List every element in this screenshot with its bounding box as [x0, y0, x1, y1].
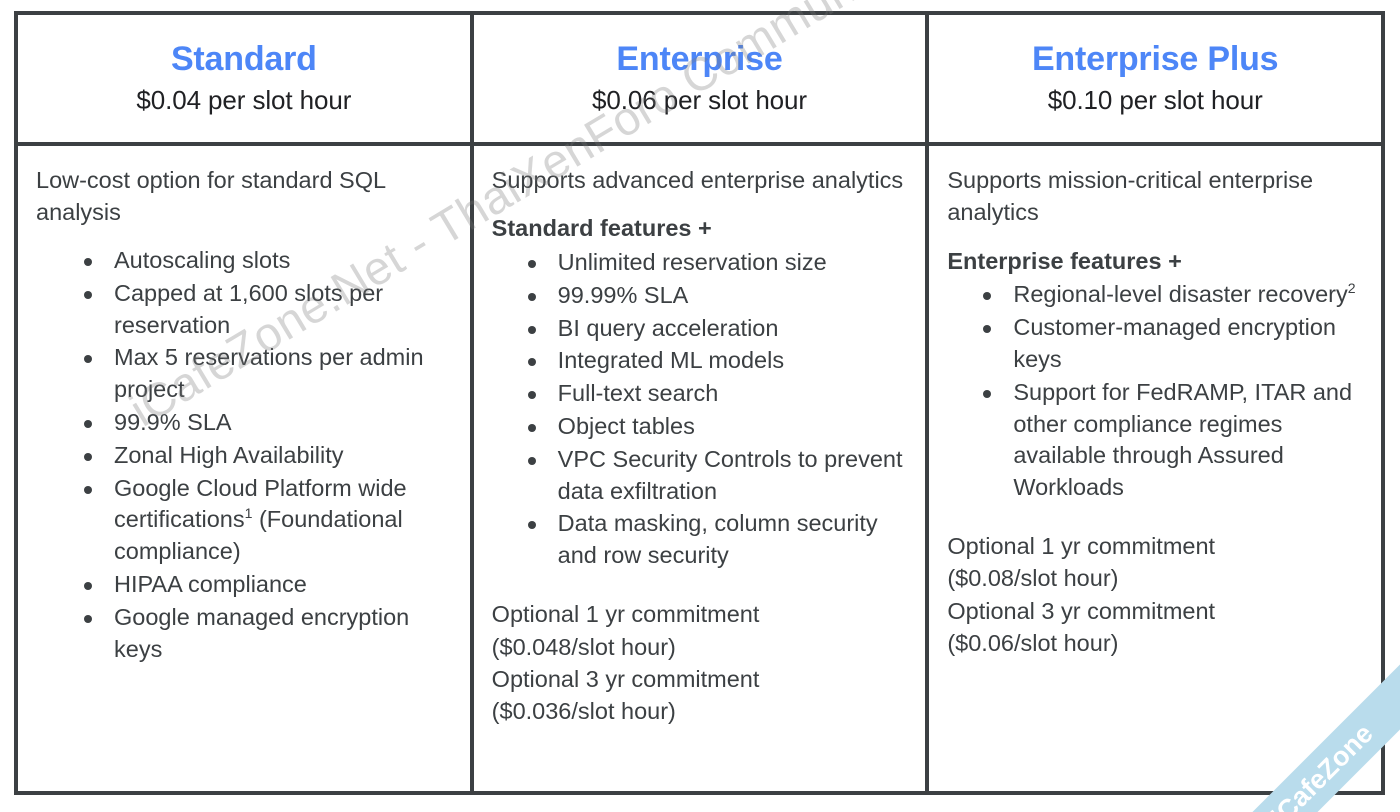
feature-item: Unlimited reservation size: [522, 247, 912, 279]
feature-item: BI query acceleration: [522, 313, 912, 345]
intro-enterprise: Supports advanced enterprise analytics: [491, 167, 904, 193]
body-cell-standard: Low-cost option for standard SQL analysi…: [18, 146, 470, 791]
feature-item: Max 5 reservations per admin project: [78, 342, 456, 406]
commitment-line: ($0.036/slot hour): [491, 698, 676, 725]
commitment-line: Optional 3 yr commitment: [947, 597, 1216, 624]
feature-item: 99.9% SLA: [78, 407, 456, 439]
feature-item: Object tables: [522, 411, 912, 443]
feature-item: Capped at 1,600 slots per reservation: [78, 278, 456, 342]
feature-item: Integrated ML models: [522, 345, 912, 377]
commitment-line: ($0.08/slot hour): [947, 565, 1119, 592]
commitment-line: Optional 3 yr commitment: [491, 665, 760, 692]
commitments-enterprise-plus: Optional 1 yr commitment ($0.08/slot hour…: [947, 530, 1367, 660]
plan-name-standard: Standard: [170, 39, 317, 78]
feature-item: Zonal High Availability: [78, 440, 456, 472]
header-cell-standard: Standard $0.04 per slot hour: [18, 15, 470, 142]
table-body-row: Low-cost option for standard SQL analysi…: [18, 146, 1381, 791]
plan-name-enterprise-plus: Enterprise Plus: [1031, 39, 1279, 78]
commitment-line: Optional 1 yr commitment: [947, 533, 1216, 560]
feature-item: Data masking, column security and row se…: [522, 508, 912, 572]
feature-item: Regional-level disaster recovery2: [977, 279, 1367, 311]
commitments-enterprise: Optional 1 yr commitment ($0.048/slot hou…: [492, 598, 912, 728]
commitment-line: ($0.06/slot hour): [947, 630, 1119, 657]
header-cell-enterprise-plus: Enterprise Plus $0.10 per slot hour: [925, 15, 1381, 142]
feature-item: HIPAA compliance: [78, 569, 456, 601]
section-heading-enterprise: Standard features +: [491, 215, 712, 242]
commitment-line: Optional 1 yr commitment: [491, 601, 760, 628]
body-cell-enterprise-plus: Supports mission-critical enterprise ana…: [925, 146, 1381, 791]
header-cell-enterprise: Enterprise $0.06 per slot hour: [469, 15, 926, 142]
feature-item: Full-text search: [522, 378, 912, 410]
feature-item: Google managed encryption keys: [78, 602, 456, 666]
feature-item: Customer-managed encryption keys: [977, 312, 1367, 376]
feature-item: VPC Security Controls to prevent data ex…: [522, 444, 912, 508]
feature-item: Support for FedRAMP, ITAR and other comp…: [977, 377, 1367, 504]
intro-enterprise-plus: Supports mission-critical enterprise ana…: [947, 167, 1314, 226]
body-cell-enterprise: Supports advanced enterprise analytics S…: [469, 146, 926, 791]
plan-price-enterprise-plus: $0.10 per slot hour: [1047, 85, 1263, 116]
feature-item: Google Cloud Platform wide certification…: [78, 473, 456, 568]
commitment-line: ($0.048/slot hour): [491, 633, 676, 660]
plan-name-enterprise: Enterprise: [616, 39, 783, 78]
pricing-table: Standard $0.04 per slot hour Enterprise …: [14, 11, 1385, 795]
feature-item: Autoscaling slots: [78, 245, 456, 277]
section-heading-enterprise-plus: Enterprise features +: [947, 247, 1182, 274]
plan-price-enterprise: $0.06 per slot hour: [592, 85, 807, 116]
intro-standard: Low-cost option for standard SQL analysi…: [36, 167, 386, 226]
table-header-row: Standard $0.04 per slot hour Enterprise …: [18, 15, 1381, 146]
feature-item: 99.99% SLA: [522, 280, 912, 312]
plan-price-standard: $0.04 per slot hour: [136, 85, 352, 116]
